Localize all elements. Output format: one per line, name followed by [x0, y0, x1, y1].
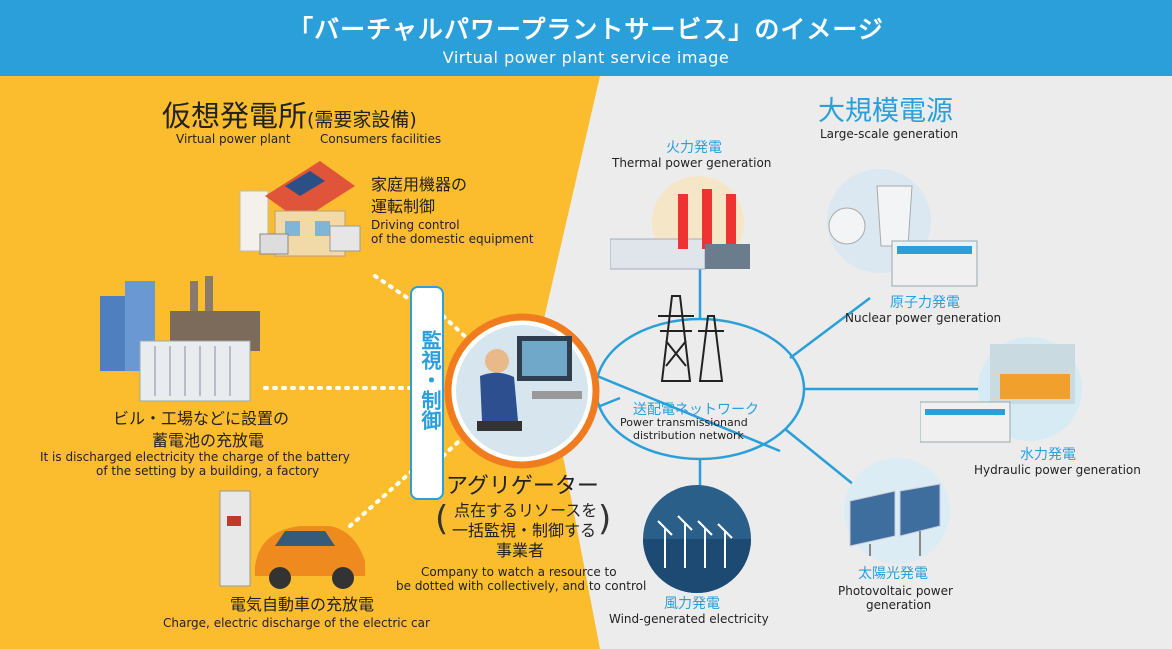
solar-label-jp: 太陽光発電	[858, 566, 928, 582]
solar-plant-icon	[844, 458, 950, 564]
vpp-title-en-2: Consumers facilities	[320, 132, 442, 146]
thermal-label-jp: 火力発電	[666, 140, 722, 156]
diagram-stage: 仮想発電所(需要家設備) Virtual power plant Consume…	[0, 76, 1172, 649]
electric-car-icon	[219, 490, 365, 589]
nuclear-label-jp: 原子力発電	[890, 295, 960, 311]
home-label-en-2: of the domestic equipment	[371, 232, 534, 246]
vpp-title: 仮想発電所(需要家設備)	[162, 99, 417, 133]
aggregator-title: アグリゲーター	[446, 474, 599, 499]
aggregator-desc-1: 点在するリソースを	[454, 501, 598, 520]
network-label-en-2: distribution network	[633, 429, 744, 442]
nuclear-label-en: Nuclear power generation	[845, 311, 1002, 325]
aggregator-paren-left: (	[435, 499, 449, 539]
page-subtitle: Virtual power plant service image	[442, 48, 730, 67]
large-scale-title-en: Large-scale generation	[820, 127, 959, 141]
network-label-jp: 送配電ネットワーク	[633, 402, 759, 418]
aggregator-paren-right: )	[598, 499, 612, 539]
building-label-en-2: of the setting by a building, a factory	[96, 464, 320, 478]
ev-label-en: Charge, electric discharge of the electr…	[163, 616, 430, 630]
monitor-control-bar: 監視・制御	[410, 286, 444, 500]
page-title: 「バーチャルパワープラントサービス」のイメージ	[288, 15, 884, 44]
factory-battery-icon	[100, 276, 260, 402]
home-label-jp-1: 家庭用機器の	[371, 175, 468, 194]
nuclear-plant-icon	[827, 169, 978, 287]
vpp-title-paren: (需要家設備)	[307, 109, 417, 131]
large-scale-title-jp: 大規模電源	[818, 96, 953, 127]
solar-label-en-1: Photovoltaic power	[838, 584, 953, 598]
wind-label-jp: 風力発電	[664, 596, 720, 612]
network-label-en-1: Power transmissionand	[620, 416, 748, 429]
hydro-plant-icon	[920, 337, 1082, 443]
diagram-background	[0, 76, 1172, 649]
hydro-label-jp: 水力発電	[1020, 447, 1076, 463]
building-label-jp-1: ビル・工場などに設置の	[113, 409, 290, 428]
home-label-en-1: Driving control	[371, 218, 460, 232]
ev-label-jp: 電気自動車の充放電	[230, 595, 375, 614]
monitor-control-label: 監視・制御	[418, 330, 442, 430]
vpp-title-jp: 仮想発電所	[162, 99, 308, 133]
building-label-en-1: It is discharged electricity the charge …	[40, 450, 350, 464]
aggregator-desc-2: 一括監視・制御する	[452, 521, 597, 540]
aggregator-en-2: be dotted with collectively, and to cont…	[396, 579, 647, 593]
vpp-title-en-1: Virtual power plant	[176, 132, 291, 146]
wind-label-en: Wind-generated electricity	[609, 612, 769, 626]
house-icon	[239, 161, 361, 257]
thermal-label-en: Thermal power generation	[612, 156, 772, 170]
home-label-jp-2: 運転制御	[371, 197, 436, 216]
wind-farm-icon	[643, 485, 751, 593]
aggregator-desc-3: 事業者	[496, 541, 545, 560]
thermal-plant-icon	[610, 176, 750, 270]
header-banner: 「バーチャルパワープラントサービス」のイメージ Virtual power pl…	[0, 0, 1172, 76]
solar-label-en-2: generation	[866, 598, 932, 612]
aggregator-operator-icon	[444, 313, 600, 469]
transmission-tower-icon	[658, 295, 724, 382]
aggregator-en-1: Company to watch a resource to	[421, 565, 617, 579]
hydro-label-en: Hydraulic power generation	[974, 463, 1141, 477]
building-label-jp-2: 蓄電池の充放電	[152, 431, 265, 450]
